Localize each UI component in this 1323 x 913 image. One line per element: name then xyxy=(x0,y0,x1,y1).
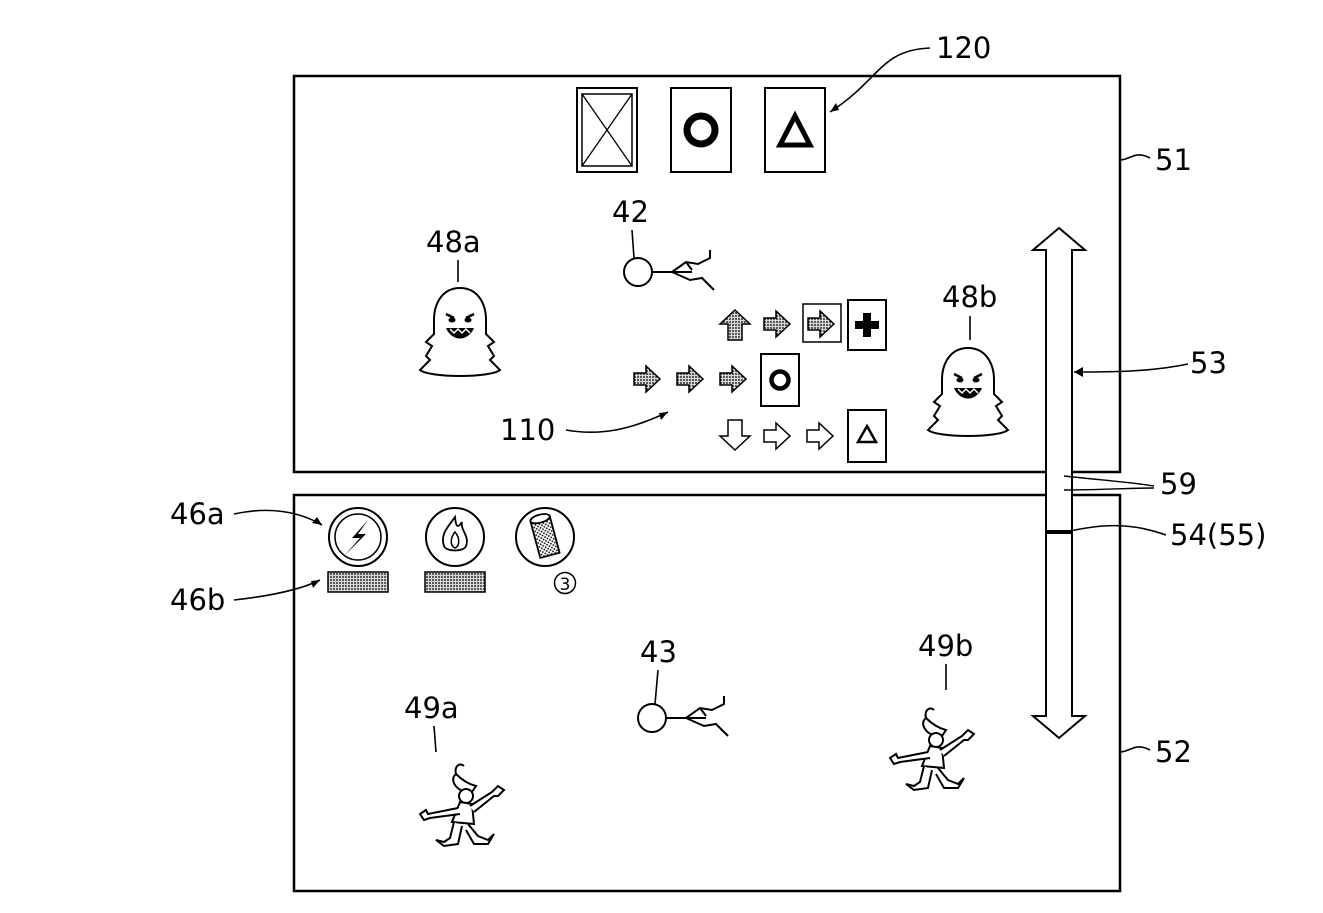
elf-enemy-left xyxy=(419,763,505,847)
right-arrow-icon xyxy=(676,365,704,393)
right-arrow-icon xyxy=(719,365,747,393)
label-53: 53 xyxy=(1190,346,1227,380)
skill-gauge-2 xyxy=(424,571,486,593)
card-cross xyxy=(576,87,638,173)
leader-59-b xyxy=(1063,487,1155,491)
ghost-enemy-left xyxy=(418,286,502,378)
card-circle xyxy=(670,87,732,173)
triangle-card xyxy=(847,409,887,463)
leader-46b xyxy=(233,579,321,601)
label-51: 51 xyxy=(1155,143,1192,177)
leader-59-a xyxy=(1063,475,1155,487)
lightning-icon xyxy=(328,507,388,567)
player-character-top xyxy=(623,249,715,291)
leader-46a xyxy=(233,509,323,526)
down-arrow-icon xyxy=(718,419,752,452)
cylinder-item-icon xyxy=(515,507,575,567)
label-49b: 49b xyxy=(918,629,973,663)
label-59: 59 xyxy=(1160,467,1197,501)
command-tree xyxy=(633,299,887,463)
skill-icons xyxy=(328,507,575,567)
label-42: 42 xyxy=(612,195,649,229)
ghost-enemy-right xyxy=(926,346,1010,438)
label-46b: 46b xyxy=(170,583,225,617)
right-arrow-icon xyxy=(763,310,791,338)
label-46a: 46a xyxy=(170,497,225,531)
leader-54 xyxy=(1065,524,1167,536)
right-arrow-icon xyxy=(633,365,661,393)
right-arrow-icon xyxy=(806,422,834,450)
top-screen-frame xyxy=(292,74,1122,474)
card-row xyxy=(576,87,826,173)
label-110: 110 xyxy=(500,413,555,447)
label-49a: 49a xyxy=(404,691,459,725)
scroll-bar[interactable] xyxy=(1030,226,1088,740)
plus-card xyxy=(847,299,887,351)
card-triangle xyxy=(764,87,826,173)
circle-card xyxy=(760,353,800,407)
right-arrow-icon xyxy=(763,422,791,450)
circle-icon xyxy=(769,369,791,391)
label-48b: 48b xyxy=(942,280,997,314)
leader-51 xyxy=(1119,154,1151,161)
flame-icon xyxy=(425,507,485,567)
leader-110 xyxy=(565,411,669,434)
leader-53 xyxy=(1073,363,1189,373)
label-120: 120 xyxy=(936,31,991,65)
player-character-bottom xyxy=(637,695,729,737)
triangle-icon xyxy=(855,423,879,444)
plus-icon xyxy=(855,313,879,337)
label-43: 43 xyxy=(640,635,677,669)
item-count-badge xyxy=(553,571,577,595)
label-48a: 48a xyxy=(426,225,481,259)
scroll-slider[interactable] xyxy=(1046,530,1072,534)
up-arrow-icon xyxy=(718,308,752,341)
skill-gauge-1 xyxy=(327,571,389,593)
label-54-55: 54(55) xyxy=(1170,518,1266,552)
bottom-screen-frame xyxy=(292,493,1122,893)
item-count: 3 xyxy=(560,575,571,595)
elf-enemy-right xyxy=(889,707,975,791)
label-52: 52 xyxy=(1155,735,1192,769)
leader-120 xyxy=(829,47,931,113)
leader-52 xyxy=(1119,746,1151,753)
